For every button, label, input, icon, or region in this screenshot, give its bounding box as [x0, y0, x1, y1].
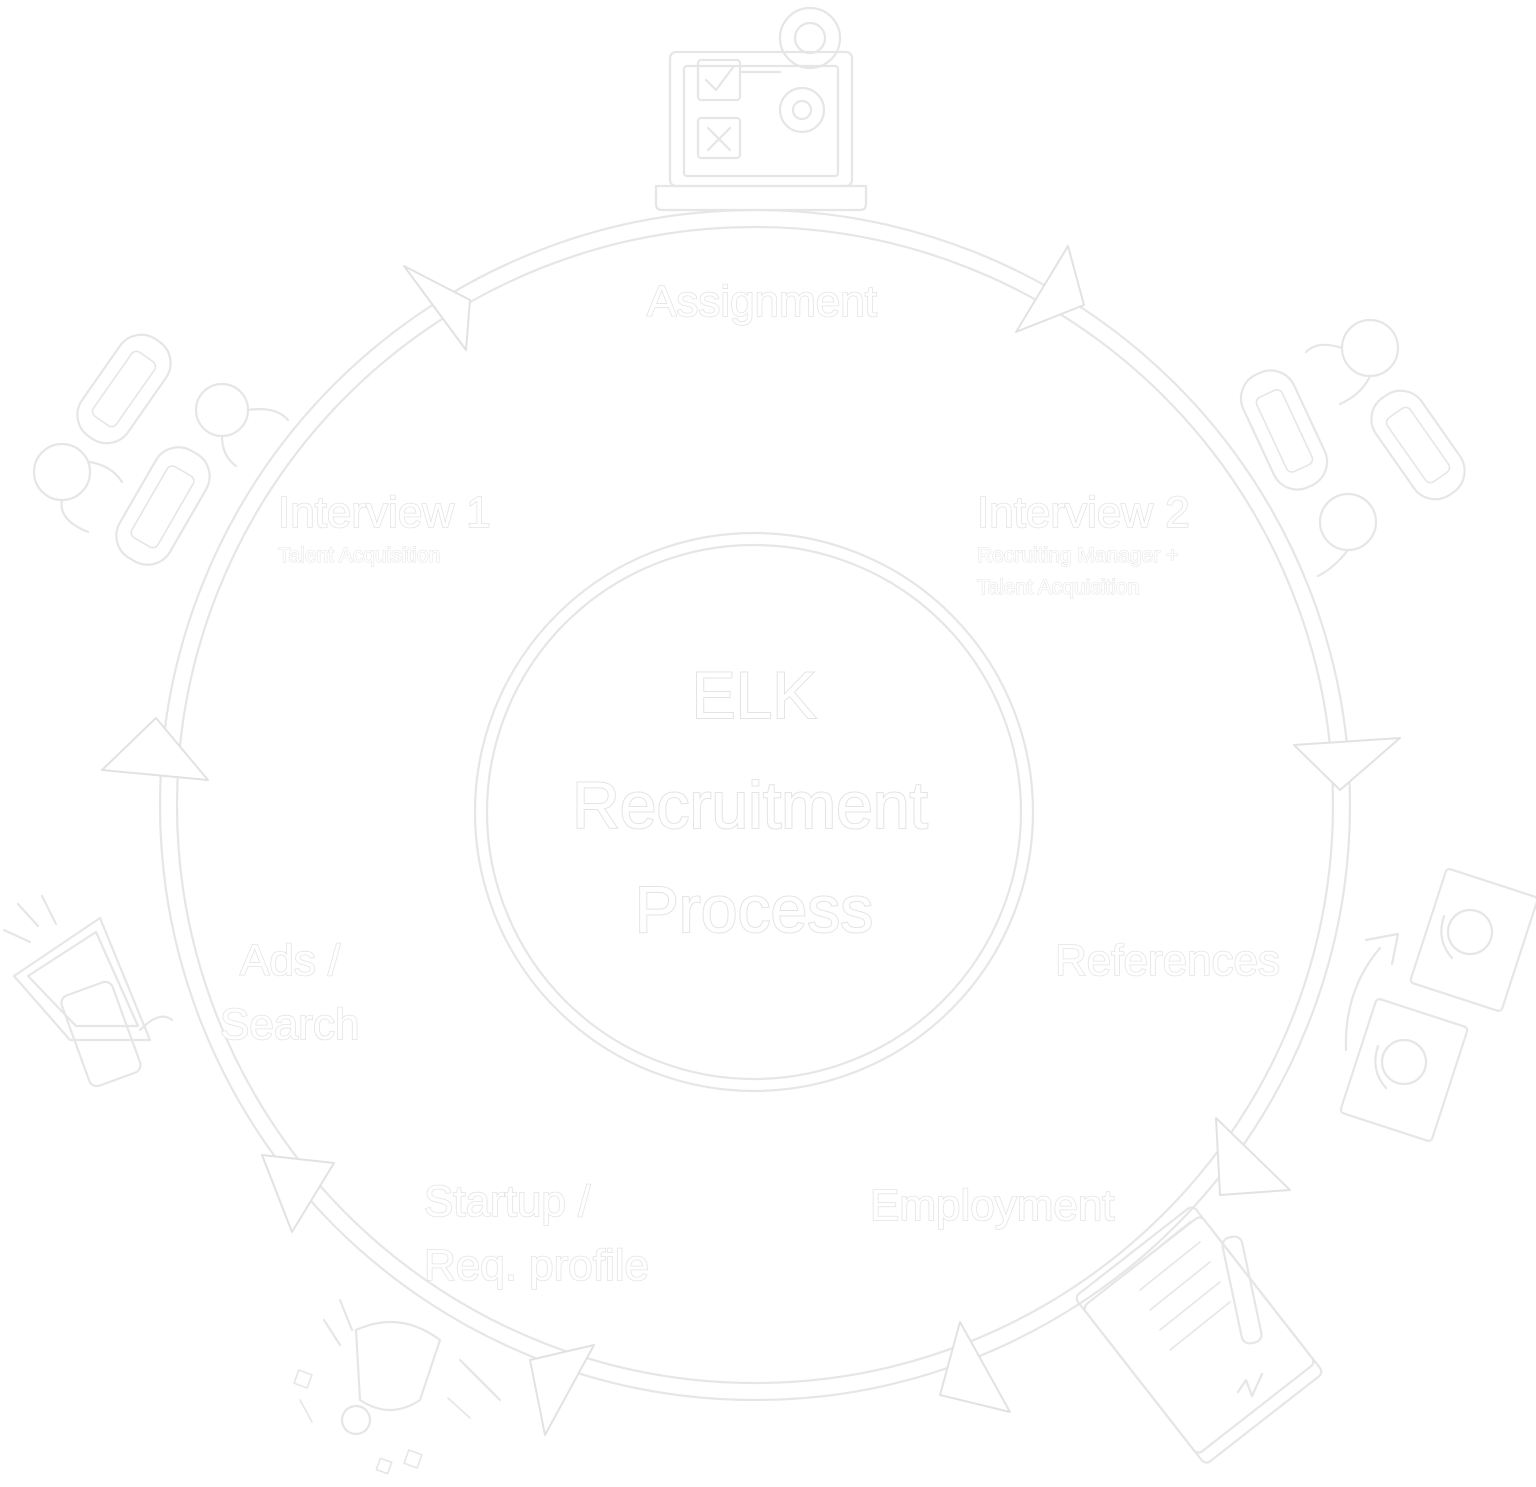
candidates-chat-icon-right	[1239, 318, 1466, 578]
step-interview1-title: Interview 1	[278, 488, 491, 537]
arrow-left	[101, 717, 209, 781]
center-title-line1: Recruitment	[572, 768, 928, 842]
arrow-bottom-left	[529, 1344, 595, 1436]
step-references-title: References	[1055, 936, 1280, 985]
step-ads-title-line1: Ads /	[240, 936, 341, 985]
arrow-top-left	[403, 265, 471, 351]
step-interview2-subtitle-line1: Recruiting Manager +	[977, 544, 1178, 567]
step-assignment-title: Assignment	[647, 277, 877, 326]
arrow-lower-left	[261, 1154, 335, 1233]
candidates-chat-icon-left	[32, 333, 290, 566]
center-circle	[473, 531, 1035, 1093]
step-startup-title-line2: Req. profile	[424, 1241, 649, 1290]
cycle-arrows	[101, 245, 1401, 1436]
step-interview2-subtitle-line2: Talent Acquisition	[977, 576, 1139, 599]
arrow-right	[1293, 737, 1401, 791]
profile-cards-icon	[1339, 868, 1536, 1142]
arrow-top-right	[1015, 245, 1085, 333]
megaphone-icon	[2, 894, 174, 1088]
step-employment-title: Employment	[870, 1181, 1115, 1230]
step-startup-title-line1: Startup /	[424, 1177, 591, 1226]
signed-contract-icon	[1075, 1206, 1323, 1464]
step-ads-title-line2: Search	[220, 1000, 359, 1049]
center-logo: ELK	[692, 658, 817, 732]
center-title-line2: Process	[635, 872, 873, 946]
rocket-launch-icon	[293, 1298, 502, 1475]
checklist-gears-icon	[654, 6, 868, 212]
step-interview1-subtitle: Talent Acquisition	[278, 544, 440, 567]
arrow-bottom	[939, 1321, 1011, 1413]
arrow-bottom-right	[1215, 1117, 1291, 1196]
step-interview2-title: Interview 2	[977, 488, 1190, 537]
